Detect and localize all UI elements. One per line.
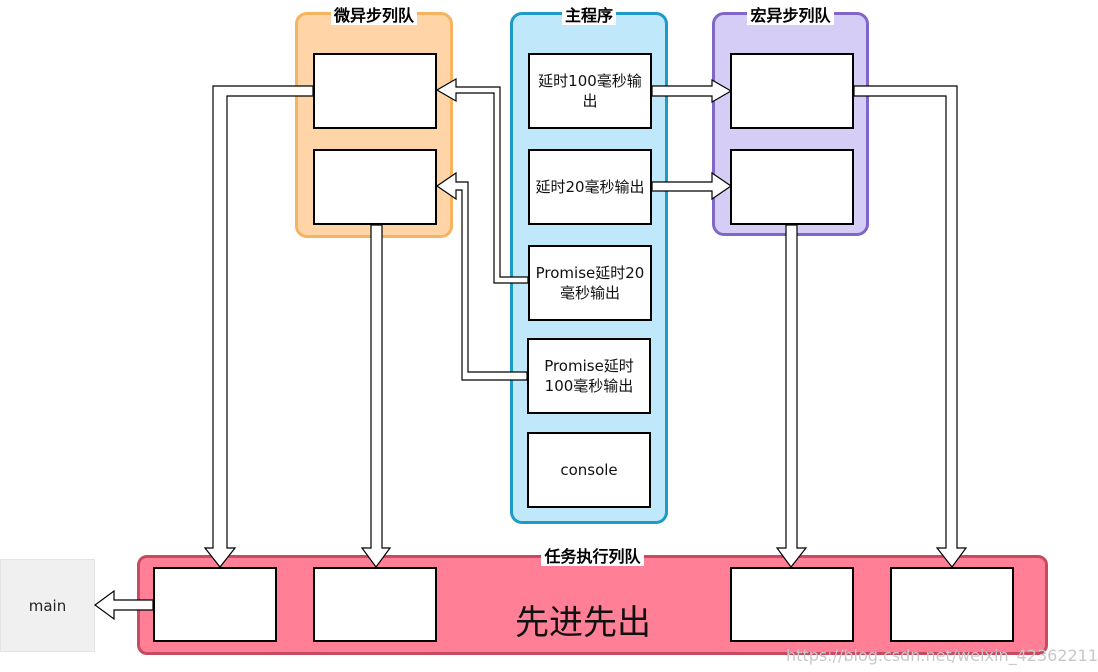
macro-slot bbox=[730, 149, 854, 225]
macro-slot bbox=[730, 53, 854, 129]
arrow-macro2-to-exec-3 bbox=[775, 224, 808, 568]
main-item: Promise延时100毫秒输出 bbox=[527, 338, 651, 414]
macro-queue-title: 宏异步列队 bbox=[747, 6, 834, 25]
main-item: 延时20毫秒输出 bbox=[528, 149, 652, 225]
micro-queue-title: 微异步列队 bbox=[330, 6, 417, 25]
exec-queue-title: 任务执行列队 bbox=[541, 547, 644, 566]
main-program-title: 主程序 bbox=[561, 6, 616, 25]
main-item: console bbox=[527, 432, 651, 508]
exec-slot bbox=[313, 567, 437, 642]
arrow-to-macro-2 bbox=[651, 171, 733, 201]
fifo-label: 先进先出 bbox=[515, 603, 651, 643]
main-item: Promise延时20毫秒输出 bbox=[528, 245, 652, 321]
arrow-micro1-to-exec-1 bbox=[203, 85, 314, 568]
arrow-micro2-to-exec-2 bbox=[360, 224, 392, 569]
arrow-macro1-to-exec-4 bbox=[853, 85, 968, 568]
arrow-exec-to-main bbox=[93, 589, 154, 621]
micro-slot bbox=[313, 53, 437, 129]
micro-slot bbox=[313, 149, 437, 225]
connector-arrows bbox=[93, 77, 968, 621]
arrow-promise20-to-micro-1 bbox=[435, 77, 529, 284]
arrow-to-macro-1 bbox=[651, 78, 733, 104]
watermark: https://blog.csdn.net/weixin_42362211 bbox=[786, 646, 1098, 665]
arrow-promise100-to-micro-2 bbox=[435, 171, 528, 381]
exec-slot bbox=[890, 567, 1014, 642]
exec-slot bbox=[153, 567, 277, 642]
main-label: main bbox=[0, 559, 95, 652]
exec-slot bbox=[730, 567, 854, 642]
main-item: 延时100毫秒输出 bbox=[528, 53, 652, 129]
